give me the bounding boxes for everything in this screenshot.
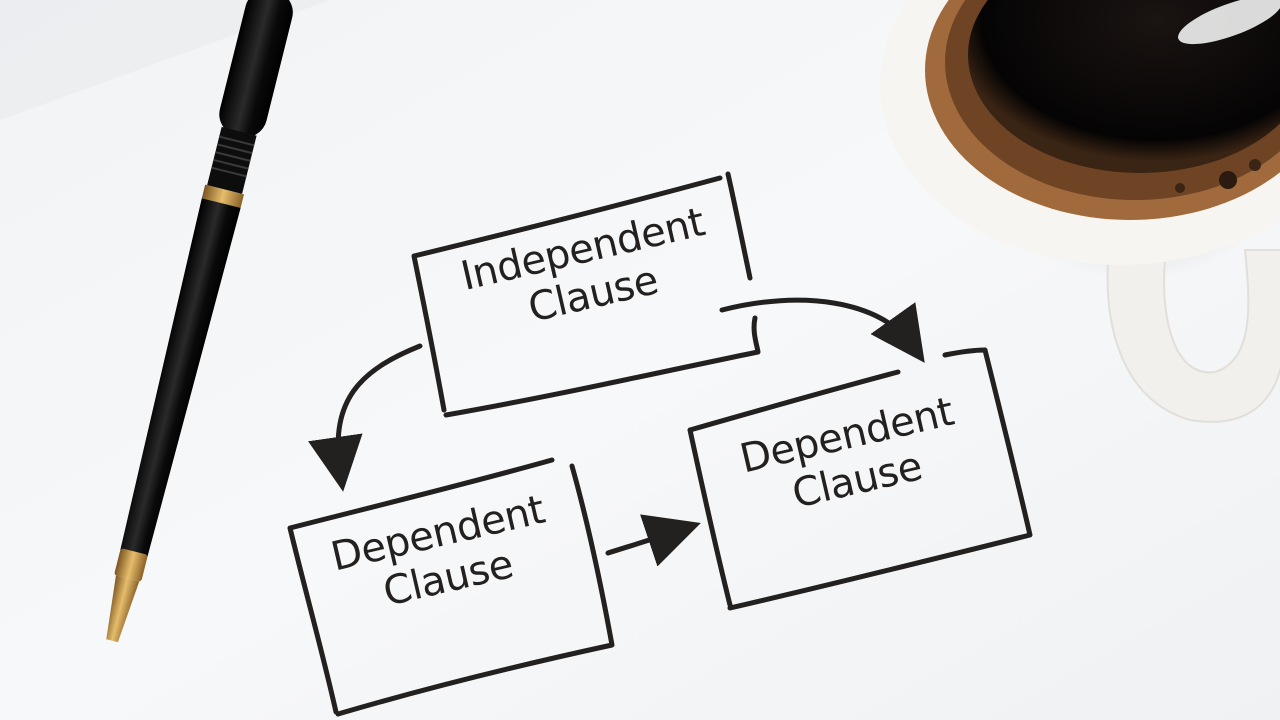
- diagram-arrows: [308, 297, 925, 567]
- arrow-independent-to-dependent-left: [308, 343, 423, 492]
- box-dependent-left: [287, 457, 615, 717]
- diagram-boxes: [287, 171, 1033, 717]
- arrow-dependent-left-to-dependent-right: [605, 514, 701, 567]
- box-dependent-right: [687, 347, 1033, 611]
- arrow-independent-to-dependent-right: [719, 297, 925, 363]
- fountain-pen-icon: [106, 0, 293, 643]
- coffee-cup-icon: [880, 0, 1280, 423]
- box-independent: [411, 171, 761, 418]
